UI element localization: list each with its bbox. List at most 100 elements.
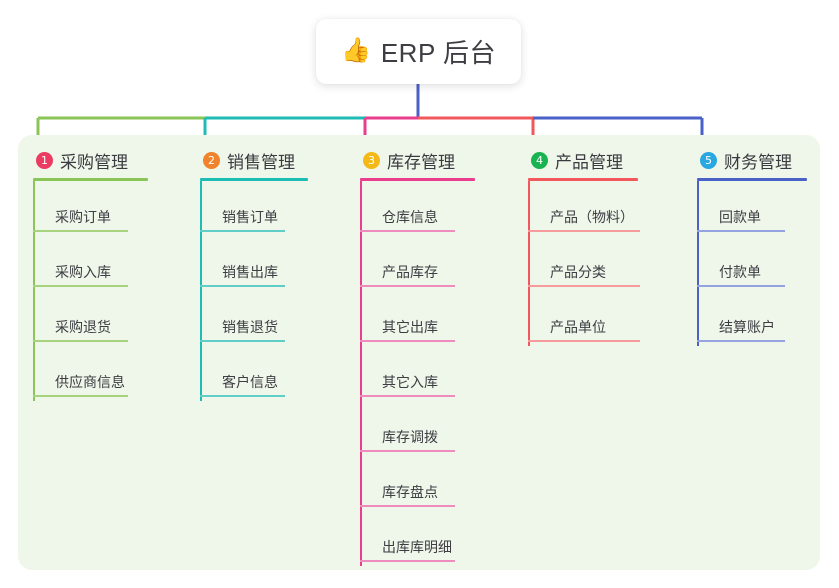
list-item[interactable]: 出库库明细 bbox=[360, 511, 475, 566]
column-1: 1 采购管理采购订单采购入库采购退货供应商信息 bbox=[33, 147, 148, 401]
list-item-label: 其它出库 bbox=[382, 319, 438, 335]
list-item[interactable]: 产品分类 bbox=[528, 236, 640, 291]
thumbs-up-icon: 👍 bbox=[340, 36, 371, 64]
column-header-1[interactable]: 1 采购管理 bbox=[33, 147, 148, 173]
list-item-underline bbox=[33, 285, 128, 287]
list-item-underline bbox=[528, 285, 640, 287]
list-item-label: 采购退货 bbox=[55, 319, 111, 335]
list-item-label: 销售出库 bbox=[222, 264, 278, 280]
list-item-underline bbox=[360, 450, 455, 452]
item-list-1: 采购订单采购入库采购退货供应商信息 bbox=[33, 181, 148, 401]
list-item[interactable]: 采购订单 bbox=[33, 181, 148, 236]
list-item[interactable]: 其它出库 bbox=[360, 291, 475, 346]
list-item-underline bbox=[200, 340, 285, 342]
column-badge-2: 2 bbox=[203, 151, 220, 169]
column-badge-3: 3 bbox=[363, 151, 380, 169]
list-item-underline bbox=[200, 285, 285, 287]
list-item[interactable]: 产品库存 bbox=[360, 236, 475, 291]
list-item-underline bbox=[33, 395, 128, 397]
list-item-label: 结算账户 bbox=[719, 319, 775, 335]
list-item-underline bbox=[360, 560, 455, 562]
column-title-2: 销售管理 bbox=[227, 152, 295, 172]
column-rule-4 bbox=[528, 178, 638, 181]
list-item-underline bbox=[360, 285, 455, 287]
list-item[interactable]: 销售订单 bbox=[200, 181, 308, 236]
list-item-label: 产品库存 bbox=[382, 264, 438, 280]
list-item-label: 付款单 bbox=[719, 264, 761, 280]
list-item-label: 仓库信息 bbox=[382, 209, 438, 225]
column-title-5: 财务管理 bbox=[724, 152, 792, 172]
item-list-5: 回款单付款单结算账户 bbox=[697, 181, 807, 346]
column-badge-1: 1 bbox=[36, 151, 53, 169]
list-item-underline bbox=[697, 230, 785, 232]
list-item[interactable]: 付款单 bbox=[697, 236, 807, 291]
list-item[interactable]: 采购入库 bbox=[33, 236, 148, 291]
list-item-underline bbox=[528, 230, 640, 232]
list-item-label: 销售订单 bbox=[222, 209, 278, 225]
list-item-label: 库存调拨 bbox=[382, 429, 438, 445]
root-node-erp-backend[interactable]: 👍 ERP 后台 bbox=[316, 19, 521, 84]
column-rule-5 bbox=[697, 178, 807, 181]
list-item[interactable]: 产品（物料） bbox=[528, 181, 640, 236]
column-3: 3 库存管理仓库信息产品库存其它出库其它入库库存调拨库存盘点出库库明细 bbox=[360, 147, 475, 566]
column-5: 5 财务管理回款单付款单结算账户 bbox=[697, 147, 807, 346]
list-item-label: 其它入库 bbox=[382, 374, 438, 390]
list-item[interactable]: 回款单 bbox=[697, 181, 807, 236]
list-item-label: 客户信息 bbox=[222, 374, 278, 390]
list-item-label: 产品（物料） bbox=[550, 209, 634, 225]
column-2: 2 销售管理销售订单销售出库销售退货客户信息 bbox=[200, 147, 308, 401]
list-item-label: 供应商信息 bbox=[55, 374, 125, 390]
list-item-label: 采购订单 bbox=[55, 209, 111, 225]
list-item-label: 出库库明细 bbox=[382, 539, 452, 555]
column-header-5[interactable]: 5 财务管理 bbox=[697, 147, 807, 173]
column-stem-2 bbox=[200, 181, 202, 401]
column-header-4[interactable]: 4 产品管理 bbox=[528, 147, 638, 173]
column-badge-5: 5 bbox=[700, 151, 717, 169]
column-stem-1 bbox=[33, 181, 35, 401]
list-item[interactable]: 采购退货 bbox=[33, 291, 148, 346]
page-title: ERP 后台 bbox=[380, 38, 497, 68]
list-item[interactable]: 供应商信息 bbox=[33, 346, 148, 401]
list-item-label: 销售退货 bbox=[222, 319, 278, 335]
column-rule-3 bbox=[360, 178, 475, 181]
list-item-underline bbox=[33, 230, 128, 232]
column-badge-4: 4 bbox=[531, 151, 548, 169]
list-item[interactable]: 库存盘点 bbox=[360, 456, 475, 511]
column-title-1: 采购管理 bbox=[60, 152, 128, 172]
item-list-2: 销售订单销售出库销售退货客户信息 bbox=[200, 181, 308, 401]
item-list-3: 仓库信息产品库存其它出库其它入库库存调拨库存盘点出库库明细 bbox=[360, 181, 475, 566]
list-item-underline bbox=[360, 505, 455, 507]
list-item[interactable]: 产品单位 bbox=[528, 291, 640, 346]
list-item-underline bbox=[360, 340, 455, 342]
column-title-3: 库存管理 bbox=[387, 152, 455, 172]
column-title-4: 产品管理 bbox=[555, 152, 623, 172]
column-stem-3 bbox=[360, 181, 362, 566]
list-item-underline bbox=[360, 230, 455, 232]
list-item-label: 回款单 bbox=[719, 209, 761, 225]
list-item-label: 库存盘点 bbox=[382, 484, 438, 500]
column-header-2[interactable]: 2 销售管理 bbox=[200, 147, 308, 173]
list-item[interactable]: 销售退货 bbox=[200, 291, 308, 346]
list-item-underline bbox=[33, 340, 128, 342]
list-item-label: 产品单位 bbox=[550, 319, 606, 335]
list-item-label: 采购入库 bbox=[55, 264, 111, 280]
list-item-underline bbox=[200, 395, 285, 397]
column-stem-5 bbox=[697, 181, 699, 346]
list-item-underline bbox=[528, 340, 640, 342]
list-item[interactable]: 客户信息 bbox=[200, 346, 308, 401]
list-item-underline bbox=[697, 285, 785, 287]
column-4: 4 产品管理产品（物料） 产品分类产品单位 bbox=[528, 147, 640, 346]
list-item[interactable]: 销售出库 bbox=[200, 236, 308, 291]
list-item-underline bbox=[697, 340, 785, 342]
column-rule-1 bbox=[33, 178, 148, 181]
list-item[interactable]: 库存调拨 bbox=[360, 401, 475, 456]
list-item-underline bbox=[360, 395, 455, 397]
item-list-4: 产品（物料） 产品分类产品单位 bbox=[528, 181, 640, 346]
list-item-label: 产品分类 bbox=[550, 264, 606, 280]
column-header-3[interactable]: 3 库存管理 bbox=[360, 147, 475, 173]
list-item[interactable]: 其它入库 bbox=[360, 346, 475, 401]
diagram-panel bbox=[18, 135, 820, 570]
list-item[interactable]: 仓库信息 bbox=[360, 181, 475, 236]
list-item-underline bbox=[200, 230, 285, 232]
list-item[interactable]: 结算账户 bbox=[697, 291, 807, 346]
